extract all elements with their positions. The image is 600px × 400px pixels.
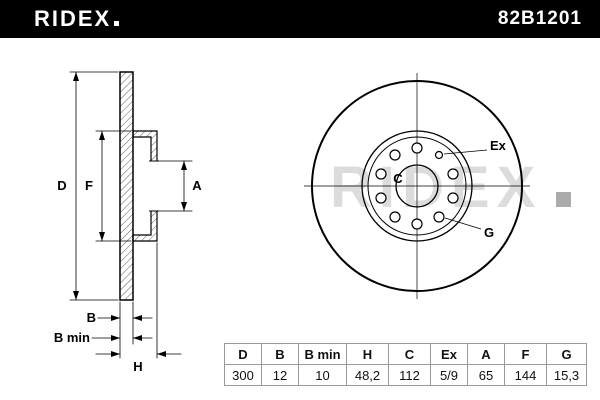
outer-diameter-circle [311,80,523,292]
label-b: B [87,310,96,325]
spec-value-b-min: 10 [298,364,347,386]
spec-table: D B B min H C Ex A F G 300 12 10 48,2 11… [224,343,587,386]
header-bar: RIDEX 82B1201 [0,0,600,38]
side-view: D F A B [54,71,202,374]
spec-header-row: D B B min H C Ex A F G [224,343,587,365]
spec-header-b: B [261,343,299,365]
dimension-d: D [57,71,119,301]
watermark: RIDEX [330,155,571,220]
dimension-b: B B min [54,301,153,359]
spec-value-c: 112 [388,364,431,386]
dimension-h: H [95,242,182,374]
bolt-holes [375,142,459,230]
spec-header-f: F [504,343,547,365]
label-h: H [133,359,142,374]
spec-header-a: A [467,343,505,365]
label-a: A [192,178,202,193]
spec-value-a: 65 [467,364,505,386]
label-g: G [484,225,494,240]
spec-header-d: D [224,343,262,365]
front-view: C Ex G [304,73,530,299]
dimension-f: F [85,130,132,242]
spec-value-row: 300 12 10 48,2 112 5/9 65 144 15,3 [224,364,587,386]
spec-header-g: G [546,343,587,365]
spec-value-ex: 5/9 [430,364,468,386]
hub-circle [361,130,473,242]
brand-dot-icon [114,21,120,26]
center-bore-gap [149,161,159,211]
spec-header-ex: Ex [430,343,468,365]
watermark-text: RIDEX [330,155,542,220]
spec-value-b: 12 [261,364,299,386]
brand-logo: RIDEX [34,6,120,32]
dimension-a: A [158,160,202,212]
center-bore-circle [395,164,439,208]
spec-header-b-min: B min [298,343,347,365]
spec-value-f: 144 [504,364,547,386]
g-leader-line [444,217,482,230]
spec-value-g: 15,3 [546,364,587,386]
ex-leader-line [443,149,488,155]
label-b-min: B min [54,330,90,345]
label-d: D [57,178,66,193]
disc-ring-section [119,71,134,301]
part-number-label: 82B1201 [497,8,582,29]
label-c: C [393,171,403,186]
hub-inner-circle [367,136,467,236]
spec-header-c: C [388,343,431,365]
spec-header-h: H [346,343,389,365]
spec-value-h: 48,2 [346,364,389,386]
locating-hole [434,150,444,160]
watermark-dot-icon [556,192,571,207]
brand-text: RIDEX [34,6,112,31]
spec-value-d: 300 [224,364,262,386]
label-f: F [85,178,93,193]
label-ex: Ex [490,138,507,153]
